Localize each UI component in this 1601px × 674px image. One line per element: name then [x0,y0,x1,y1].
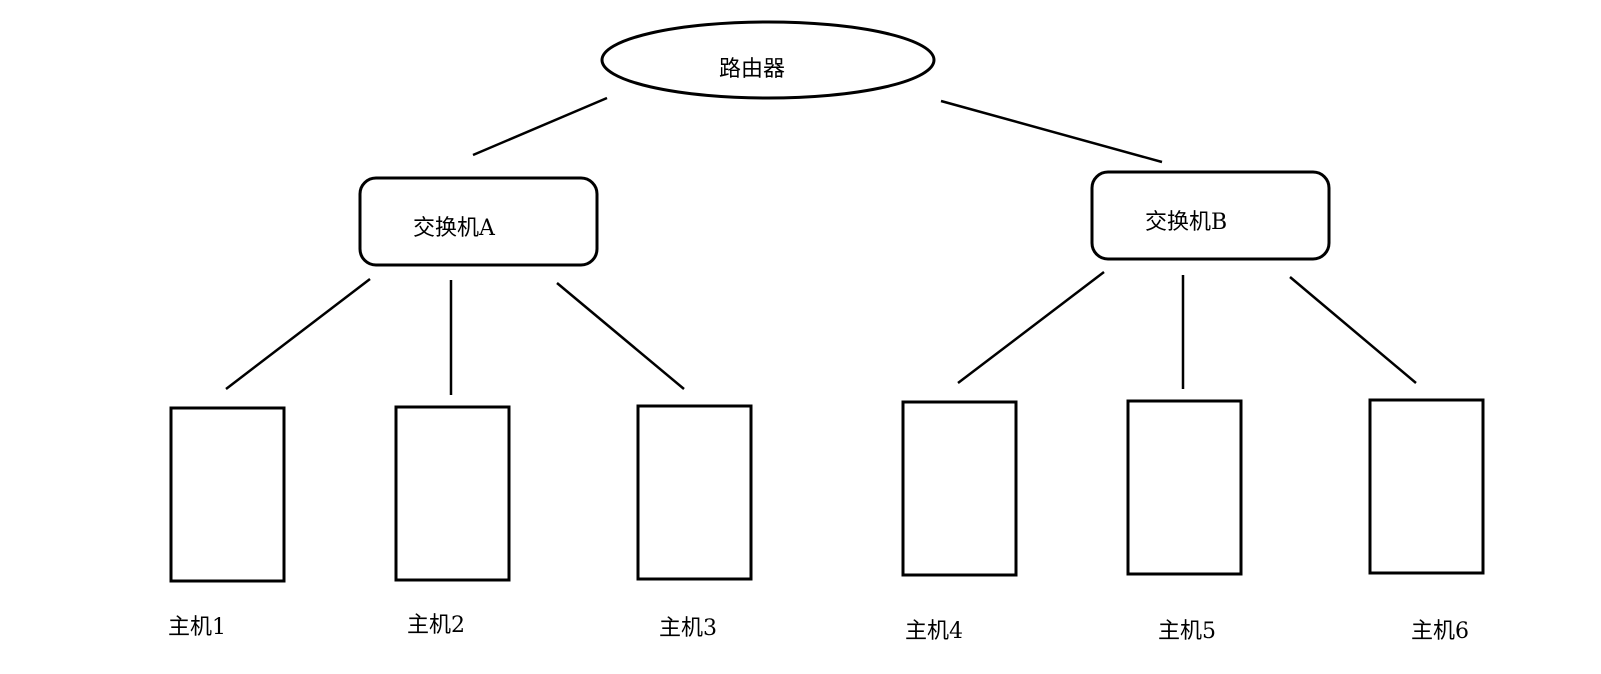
host-1-node: 主机1 [168,406,286,640]
host-2-label: 主机2 [407,613,465,638]
host-5-node: 主机5 [1126,399,1243,644]
link-switch-a-host-3 [556,282,685,390]
switch-b-node: 交换机B [1090,170,1331,261]
link-router-switch-b [940,99,1163,164]
host-4-shape [901,400,1018,577]
host-6-node: 主机6 [1368,398,1485,644]
host-2-node: 主机2 [394,405,511,638]
host-1-shape [169,406,286,583]
link-switch-b-host-6 [1289,276,1417,384]
host-1-label: 主机1 [168,615,226,640]
router-shape [600,20,936,100]
host-3-label: 主机3 [659,616,717,641]
host-4-label: 主机4 [905,619,963,644]
switch-a-label: 交换机A [413,216,496,241]
host-5-shape [1126,399,1243,576]
host-4-node: 主机4 [901,400,1018,644]
link-router-switch-a [472,96,608,157]
link-switch-b-host-4 [957,271,1105,384]
router-label: 路由器 [719,57,785,82]
host-6-shape [1368,398,1485,575]
host-5-label: 主机5 [1158,619,1216,644]
host-3-shape [636,404,753,581]
router-node: 路由器 [600,20,936,100]
switch-a-shape [358,176,599,267]
host-6-label: 主机6 [1411,619,1469,644]
switch-b-label: 交换机B [1145,210,1227,235]
host-3-node: 主机3 [636,404,753,641]
host-2-shape [394,405,511,582]
link-switch-a-host-1 [225,278,371,390]
switch-b-shape [1090,170,1331,261]
switch-a-node: 交换机A [358,176,599,267]
